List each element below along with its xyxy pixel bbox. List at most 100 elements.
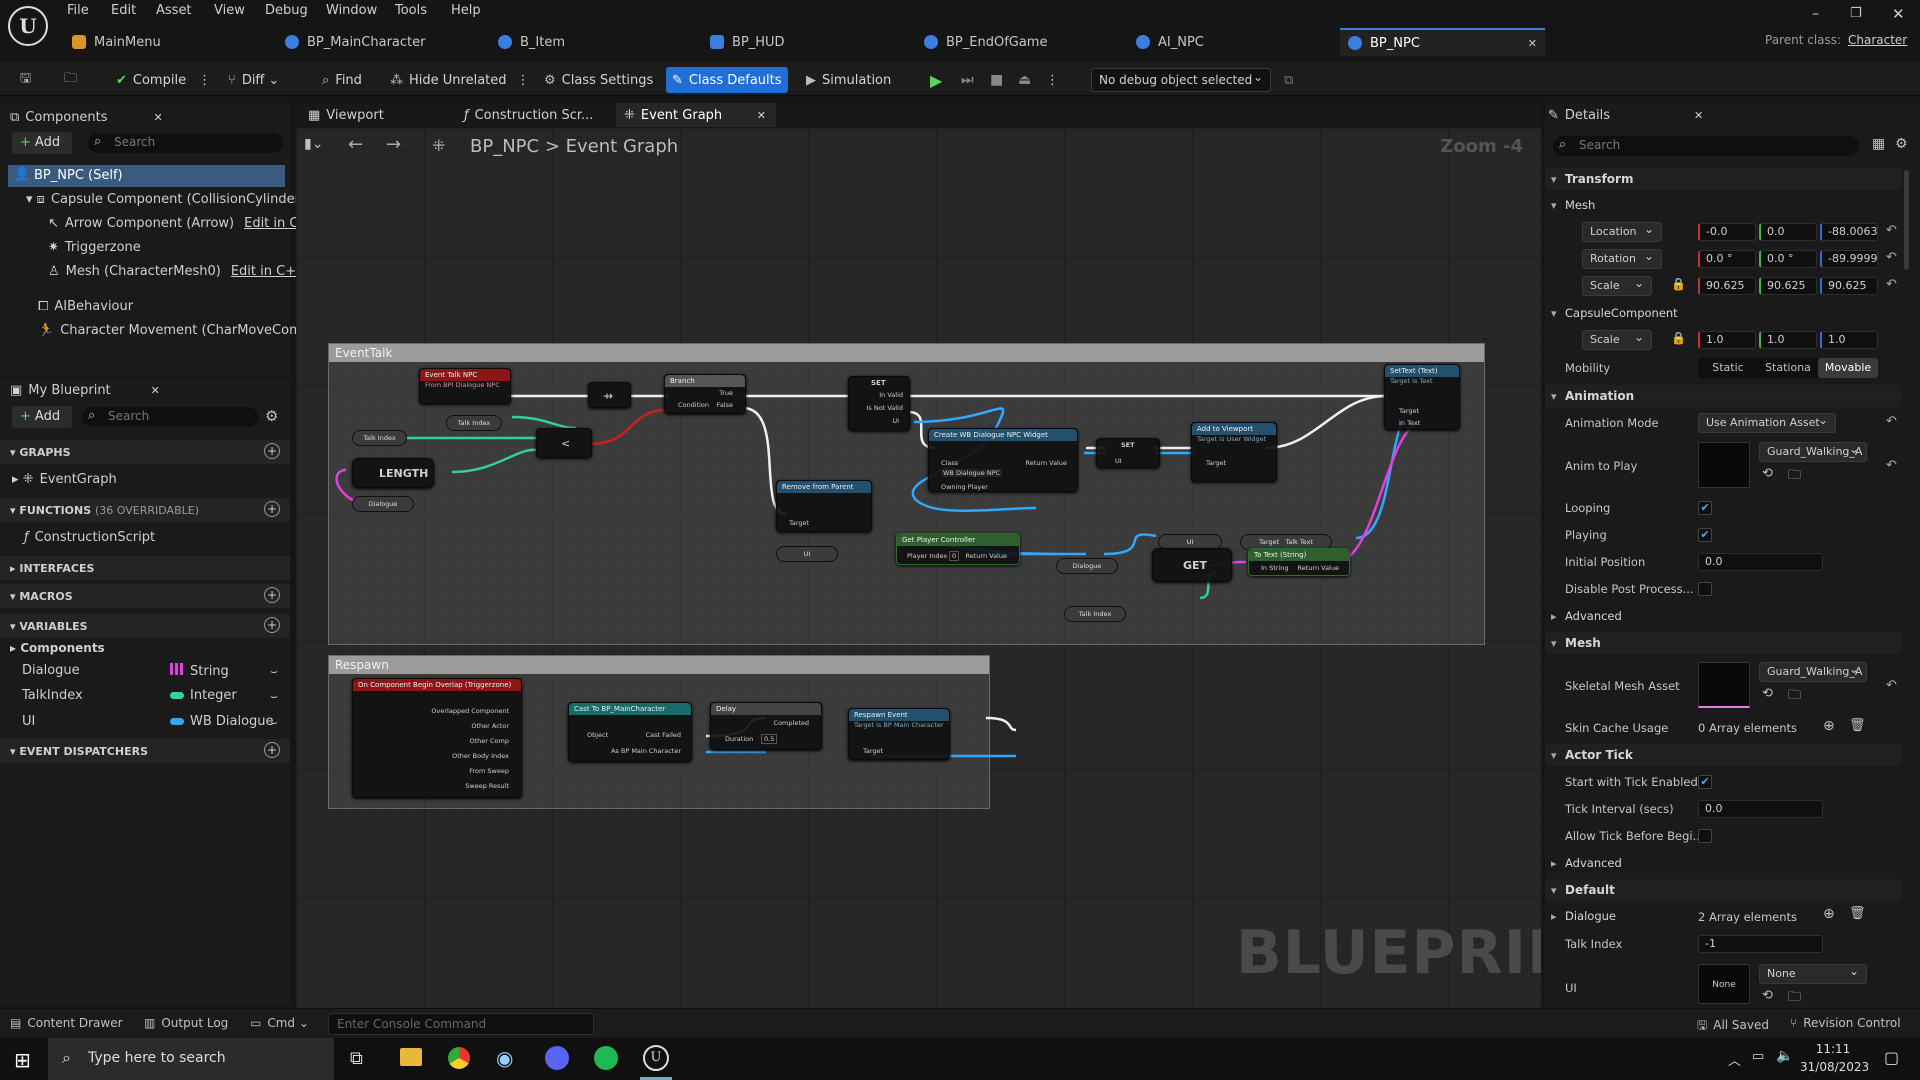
pin-value[interactable]: WB Dialogue NPC xyxy=(941,469,1003,477)
component-item-arrow[interactable]: ↖Arrow Component (Arrow)Edit in C++ xyxy=(48,216,320,231)
scale-y-field[interactable]: 90.625 xyxy=(1759,277,1817,295)
steam-icon[interactable]: ◉ xyxy=(496,1046,514,1070)
add-element-icon[interactable]: ⊕ xyxy=(1823,906,1835,922)
component-item-character-movement[interactable]: 🏃Character Movement (CharMoveComp) xyxy=(38,323,315,338)
reset-icon[interactable]: ↶ xyxy=(1886,414,1897,429)
window-close-button[interactable]: ✕ xyxy=(1892,5,1905,23)
class-settings-button[interactable]: ⚙Class Settings xyxy=(538,67,659,93)
start-tick-checkbox[interactable]: ✔ xyxy=(1698,775,1712,789)
pin-value[interactable]: 0 xyxy=(949,551,960,561)
doc-tab-bp-hud[interactable]: BP_HUD xyxy=(710,30,785,54)
tab-event-graph[interactable]: ⁜Event Graph✕ xyxy=(616,103,776,127)
menu-view[interactable]: View xyxy=(214,3,245,18)
output-log-button[interactable]: ▥Output Log xyxy=(144,1016,228,1030)
node-get-talkindex-2[interactable]: Talk Index xyxy=(446,415,502,431)
close-icon[interactable]: ✕ xyxy=(150,383,160,397)
window-minimize-button[interactable]: – xyxy=(1812,6,1819,22)
animation-mode-select[interactable]: Use Animation Asset xyxy=(1698,413,1836,433)
reset-icon[interactable]: ↶ xyxy=(1886,458,1897,473)
gear-icon[interactable]: ⚙ xyxy=(265,407,279,425)
section-actor-tick[interactable]: Actor Tick xyxy=(1545,744,1901,766)
doc-tab-bp-npc[interactable]: BP_NPC✕ xyxy=(1340,28,1545,56)
clock-time[interactable]: 11:11 xyxy=(1815,1042,1851,1056)
variable-item-dialogue[interactable]: Dialogue xyxy=(22,663,80,678)
eject-icon[interactable]: ⏏ xyxy=(1018,72,1032,88)
clock-date[interactable]: 31/08/2023 xyxy=(1800,1060,1870,1074)
visibility-eye-icon[interactable]: ⌣ xyxy=(270,664,278,678)
node-less-than[interactable]: < xyxy=(536,428,592,458)
all-saved-button[interactable]: 🖫All Saved xyxy=(1697,1016,1769,1037)
components-search[interactable]: ⌕Search xyxy=(88,133,283,153)
trash-icon[interactable]: 🗑 xyxy=(1849,718,1866,733)
find-button[interactable]: ⌕Find xyxy=(316,67,368,93)
more-options-icon[interactable]: ⋮ xyxy=(1046,72,1059,88)
file-explorer-icon[interactable] xyxy=(400,1048,422,1066)
play-icon[interactable]: ▶ xyxy=(930,70,943,90)
variable-item-ui[interactable]: UI xyxy=(22,714,35,729)
capsule-scale-x-field[interactable]: 1.0 xyxy=(1698,331,1756,349)
trash-icon[interactable]: 🗑 xyxy=(1849,906,1866,921)
use-selected-icon[interactable]: ⟲ xyxy=(1762,686,1773,701)
more-options-icon[interactable]: ⋮ xyxy=(198,72,212,88)
menu-window[interactable]: Window xyxy=(326,3,378,18)
event-dispatchers-section[interactable]: ▾ EVENT DISPATCHERS+ xyxy=(0,739,290,763)
doc-tab-ai-npc[interactable]: AI_NPC xyxy=(1136,30,1204,54)
variable-type-integer[interactable]: Integer xyxy=(170,688,237,703)
cmd-select[interactable]: ▭Cmd ⌄ xyxy=(250,1016,309,1030)
scale-mode-select[interactable]: Scale xyxy=(1582,276,1652,296)
step-icon[interactable]: ⏭ xyxy=(961,72,974,88)
notification-icon[interactable]: ▢ xyxy=(1884,1048,1900,1067)
ui-select[interactable]: None xyxy=(1759,964,1867,984)
component-item-triggerzone[interactable]: ✷Triggerzone xyxy=(48,240,141,255)
visibility-eye-icon[interactable]: ⌣ xyxy=(270,689,278,703)
console-command-input[interactable]: Enter Console Command xyxy=(328,1013,594,1035)
tick-interval-field[interactable]: 0.0 xyxy=(1698,800,1823,818)
looping-checkbox[interactable]: ✔ xyxy=(1698,501,1712,515)
node-array-get[interactable]: GET xyxy=(1152,548,1232,582)
browse-button[interactable]: 🗀 xyxy=(58,67,89,93)
event-graph-canvas[interactable]: ▮⌄ ← → ⁜ BP_NPC > Event Graph Zoom -4 BL… xyxy=(296,128,1541,1008)
node-get-talkindex-3[interactable]: Talk Index xyxy=(1064,606,1126,622)
details-tab[interactable]: ✎Details✕ xyxy=(1548,103,1703,127)
section-mesh[interactable]: Mesh xyxy=(1545,632,1901,654)
skeletal-mesh-select[interactable]: Guard_Walking_A xyxy=(1759,662,1867,682)
ui-thumbnail[interactable]: None xyxy=(1698,964,1750,1004)
component-item-capsule[interactable]: ▾ ⧈Capsule Component (CollisionCylinder) xyxy=(26,192,305,207)
rotation-z-field[interactable]: -89.9999 xyxy=(1820,250,1878,268)
talk-index-field[interactable]: -1 xyxy=(1698,935,1823,953)
lock-icon[interactable]: 🔒 xyxy=(1671,277,1686,291)
component-item-aibehaviour[interactable]: ⧠AIBehaviour xyxy=(38,299,133,314)
close-icon[interactable]: ✕ xyxy=(1693,108,1704,122)
disable-post-process-checkbox[interactable] xyxy=(1698,582,1712,596)
anim-asset-select[interactable]: Guard_Walking_A xyxy=(1759,442,1867,462)
section-default[interactable]: Default xyxy=(1545,879,1901,901)
menu-tools[interactable]: Tools xyxy=(395,3,428,18)
reset-icon[interactable]: ↶ xyxy=(1886,277,1897,292)
mobility-static[interactable]: Static xyxy=(1712,361,1744,374)
menu-help[interactable]: Help xyxy=(451,3,481,18)
tab-viewport[interactable]: ▦Viewport xyxy=(300,103,392,127)
doc-tab-mainmenu[interactable]: MainMenu xyxy=(72,30,161,54)
location-z-field[interactable]: -88.0063 xyxy=(1820,223,1878,241)
tray-chevron-icon[interactable]: ︿ xyxy=(1728,1054,1742,1069)
graphs-section[interactable]: ▾ GRAPHS+ xyxy=(0,440,290,464)
scale-z-field[interactable]: 90.625 xyxy=(1820,277,1878,295)
rotation-x-field[interactable]: 0.0 ° xyxy=(1698,250,1756,268)
anim-thumbnail[interactable] xyxy=(1698,442,1750,488)
initial-position-field[interactable]: 0.0 xyxy=(1698,553,1823,571)
lock-icon[interactable]: 🔒 xyxy=(1671,331,1686,345)
debug-filter-icon[interactable]: ⧉ xyxy=(1284,72,1294,88)
node-get-ui[interactable]: UI xyxy=(776,546,838,562)
my-blueprint-tab[interactable]: ▣My Blueprint✕ xyxy=(10,378,160,402)
use-selected-icon[interactable]: ⟲ xyxy=(1762,988,1773,1003)
window-maximize-button[interactable]: ❐ xyxy=(1850,6,1862,21)
